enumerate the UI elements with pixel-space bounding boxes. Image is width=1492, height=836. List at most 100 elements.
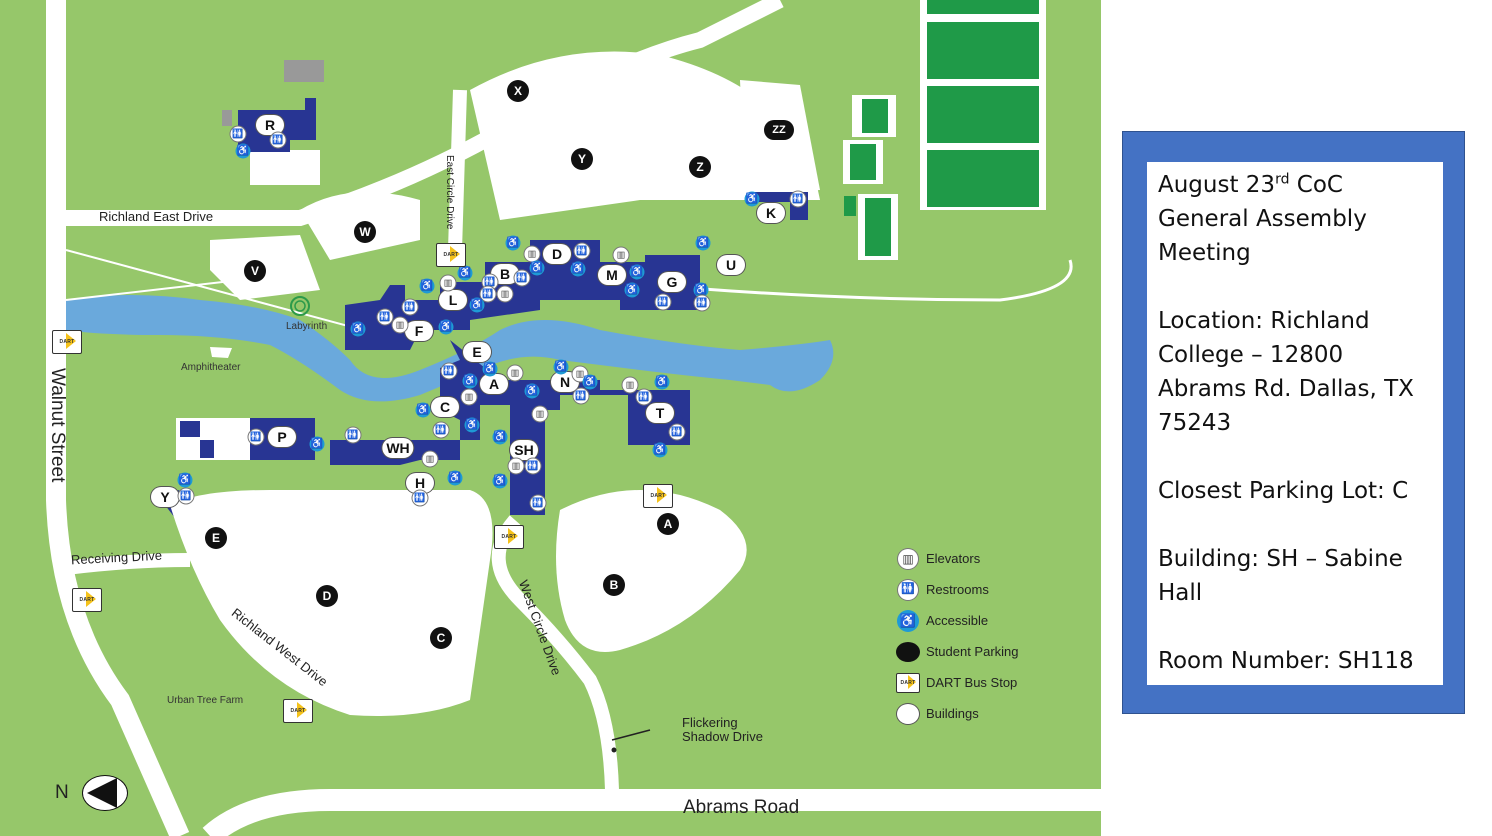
dart-bus-stop[interactable]: DART bbox=[283, 699, 313, 723]
building-t[interactable]: T bbox=[646, 403, 674, 423]
elevator-icon: ▥ bbox=[622, 377, 638, 393]
meeting-info-card: August 23rd CoC General Assembly Meeting… bbox=[1147, 162, 1443, 685]
elevator-icon: ▥ bbox=[508, 458, 524, 474]
accessible-icon: ♿ bbox=[624, 282, 640, 298]
accessible-icon: ♿ bbox=[693, 282, 709, 298]
accessible-icon: ♿ bbox=[350, 321, 366, 337]
closest-parking: Closest Parking Lot: C bbox=[1158, 478, 1409, 504]
restroom-icon: 🚻 bbox=[441, 363, 457, 379]
road-walnut-street: Walnut Street bbox=[47, 368, 68, 483]
restroom-icon: 🚻 bbox=[402, 299, 418, 315]
restroom-icon: 🚻 bbox=[248, 429, 264, 445]
parking-lot-z[interactable]: Z bbox=[689, 156, 711, 178]
accessible-icon: ♿ bbox=[438, 319, 454, 335]
building-g[interactable]: G bbox=[658, 272, 686, 292]
accessible-icon: ♿ bbox=[695, 235, 711, 251]
restroom-icon: 🚻 bbox=[573, 388, 589, 404]
room-number: Room Number: SH118 bbox=[1158, 648, 1414, 674]
road-richland-east-drive: Richland East Drive bbox=[99, 209, 214, 224]
parking-lot-x[interactable]: X bbox=[507, 80, 529, 102]
restroom-icon: 🚻 bbox=[377, 309, 393, 325]
dart-bus-stop[interactable]: DART bbox=[72, 588, 102, 612]
building-d[interactable]: D bbox=[543, 244, 571, 264]
restroom-icon: 🚻 bbox=[178, 488, 194, 504]
map-legend: ▥ Elevators 🚻 Restrooms ♿ Accessible Stu… bbox=[896, 543, 1019, 729]
building-n[interactable]: N bbox=[551, 372, 579, 392]
restroom-icon: 🚻 bbox=[433, 422, 449, 438]
dart-bus-stop[interactable]: DART bbox=[52, 330, 82, 354]
building-m[interactable]: M bbox=[598, 265, 626, 285]
dart-bus-stop[interactable]: DART bbox=[494, 525, 524, 549]
road-abrams-road: Abrams Road bbox=[683, 797, 800, 818]
road-east-circle-drive: East Circle Drive bbox=[444, 155, 455, 230]
building-u[interactable]: U bbox=[717, 255, 745, 275]
parking-lot-y[interactable]: Y bbox=[571, 148, 593, 170]
parking-lot-c[interactable]: C bbox=[430, 627, 452, 649]
building-sh[interactable]: SH bbox=[510, 440, 538, 460]
parking-lot-d[interactable]: D bbox=[316, 585, 338, 607]
restroom-icon: 🚻 bbox=[482, 274, 498, 290]
parking-lot-a[interactable]: A bbox=[657, 513, 679, 535]
meeting-title-line3: Meeting bbox=[1158, 240, 1251, 266]
building-a[interactable]: A bbox=[480, 374, 508, 394]
accessible-icon: ♿ bbox=[492, 429, 508, 445]
location-line2: College – 12800 bbox=[1158, 342, 1344, 368]
accessible-icon: ♿ bbox=[235, 143, 251, 159]
map-graphics bbox=[46, 0, 1101, 836]
legend-item-elevators: ▥ Elevators bbox=[896, 543, 1019, 574]
parking-lot-w[interactable]: W bbox=[354, 221, 376, 243]
parking-lot-zz[interactable]: ZZ bbox=[764, 120, 794, 140]
building-b[interactable]: B bbox=[491, 264, 519, 284]
accessible-icon: ♿ bbox=[177, 472, 193, 488]
building-e[interactable]: E bbox=[463, 342, 491, 362]
building-f[interactable]: F bbox=[405, 321, 433, 341]
restroom-icon: 🚻 bbox=[669, 424, 685, 440]
building-c[interactable]: C bbox=[431, 397, 459, 417]
accessible-icon: ♿ bbox=[309, 436, 325, 452]
elevator-icon: ▥ bbox=[532, 406, 548, 422]
dart-bus-stop[interactable]: DART bbox=[436, 243, 466, 267]
elevator-icon: ▥ bbox=[440, 275, 456, 291]
legend-item-restrooms: 🚻 Restrooms bbox=[896, 574, 1019, 605]
building-h[interactable]: H bbox=[406, 473, 434, 493]
parking-lot-v[interactable]: V bbox=[244, 260, 266, 282]
meeting-title-line1: August 23rd CoC bbox=[1158, 171, 1343, 198]
restroom-icon: 🚻 bbox=[636, 389, 652, 405]
location-line3: Abrams Rd. Dallas, TX bbox=[1158, 376, 1414, 402]
building-y[interactable]: Y bbox=[151, 487, 179, 507]
building-p[interactable]: P bbox=[268, 427, 296, 447]
building-k[interactable]: K bbox=[757, 203, 785, 223]
parking-lot-b[interactable]: B bbox=[603, 574, 625, 596]
elevator-icon: ▥ bbox=[524, 246, 540, 262]
meeting-title-line2: General Assembly bbox=[1158, 206, 1367, 232]
elevator-icon: ▥ bbox=[497, 286, 513, 302]
accessible-icon: ♿ bbox=[492, 473, 508, 489]
accessible-icon: ♿ bbox=[469, 297, 485, 313]
accessible-icon: ♿ bbox=[529, 260, 545, 276]
restroom-icon: 🚻 bbox=[574, 243, 590, 259]
campus-map: Richland East Drive East Circle Drive Wa… bbox=[0, 0, 1101, 836]
legend-item-buildings: Buildings bbox=[896, 698, 1019, 729]
accessible-icon: ♿ bbox=[570, 261, 586, 277]
restroom-icon: 🚻 bbox=[655, 294, 671, 310]
accessible-icon: ♿ bbox=[419, 278, 435, 294]
accessible-icon: ♿ bbox=[457, 265, 473, 281]
building-wh[interactable]: WH bbox=[382, 438, 414, 458]
location-line4: 75243 bbox=[1158, 410, 1232, 436]
building-r[interactable]: R bbox=[256, 115, 284, 135]
compass-north-label: N bbox=[55, 782, 69, 803]
parking-lot-e[interactable]: E bbox=[205, 527, 227, 549]
building-l[interactable]: L bbox=[439, 290, 467, 310]
elevator-icon: ▥ bbox=[613, 247, 629, 263]
elevator-icon: ▥ bbox=[896, 547, 920, 571]
accessible-icon: ♿ bbox=[553, 359, 569, 375]
restroom-icon: 🚻 bbox=[896, 578, 920, 602]
amphitheater-label: Amphitheater bbox=[181, 362, 241, 373]
accessible-icon: ♿ bbox=[744, 191, 760, 207]
north-arrow-icon bbox=[82, 775, 128, 811]
location-line1: Location: Richland bbox=[1158, 308, 1370, 334]
building-icon bbox=[896, 702, 920, 726]
restroom-icon: 🚻 bbox=[530, 495, 546, 511]
elevator-icon: ▥ bbox=[422, 451, 438, 467]
dart-bus-stop[interactable]: DART bbox=[643, 484, 673, 508]
